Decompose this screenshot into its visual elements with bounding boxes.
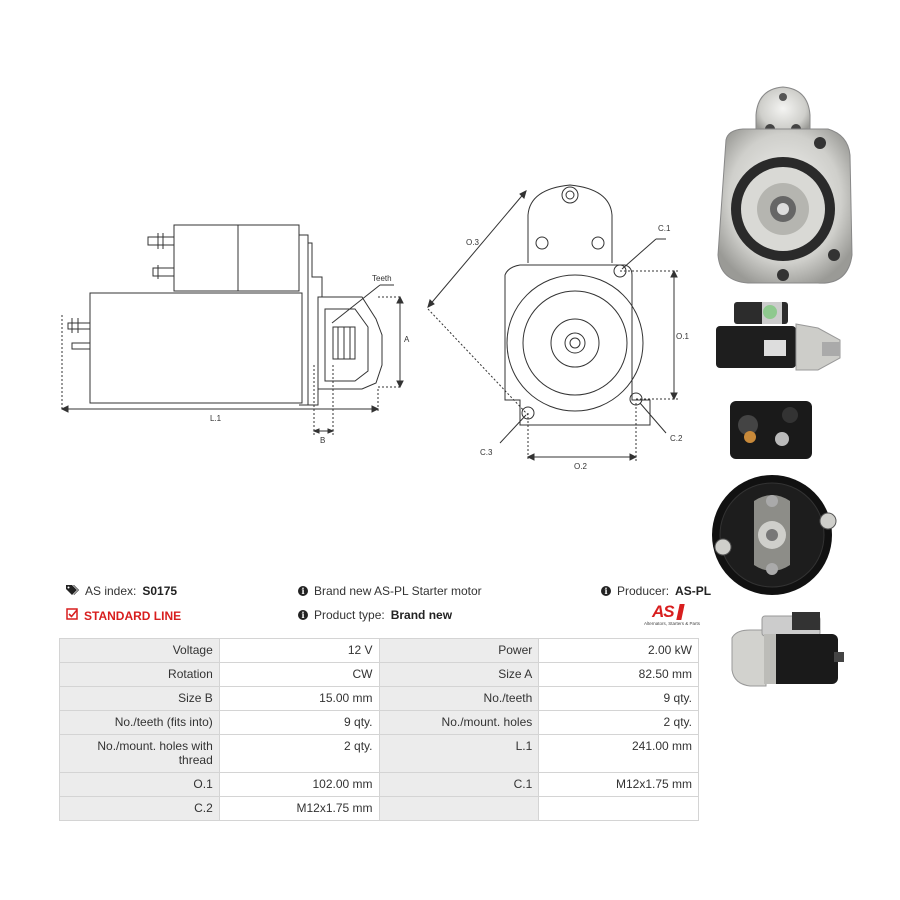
table-row: O.1 102.00 mm C.1 M12x1.75 mm — [59, 772, 699, 797]
producer-value: AS-PL — [675, 584, 712, 598]
spec-value: 2.00 kW — [538, 638, 699, 663]
producer: i Producer: AS-PL — [601, 584, 711, 598]
as-index-label: AS index: — [85, 584, 137, 598]
info-icon: i — [601, 586, 611, 596]
spec-value: 102.00 mm — [218, 772, 380, 797]
table-row: No./teeth (fits into) 9 qty. No./mount. … — [59, 710, 699, 735]
motor-body-outline — [89, 292, 303, 404]
logo-tagline: Alternators, Starters & Parts — [643, 621, 700, 626]
dimension-l1-label: L.1 — [210, 414, 222, 423]
check-square-icon — [66, 608, 78, 623]
dimension-a-label: A — [404, 335, 410, 344]
table-row: Rotation CW Size A 82.50 mm — [59, 662, 699, 687]
info-icon: i — [298, 586, 308, 596]
table-row: Voltage 12 V Power 2.00 kW — [59, 638, 699, 663]
product-photo-angled — [731, 612, 844, 687]
logo-text: AS — [652, 602, 675, 621]
solenoid-outline — [173, 224, 300, 292]
spec-key: Size A — [378, 662, 540, 687]
spec-key: No./mount. holes with thread — [59, 734, 220, 773]
spec-key: L.1 — [378, 734, 540, 773]
spec-value: M12x1.75 mm — [538, 772, 699, 797]
as-index: AS index: S0175 — [66, 584, 177, 598]
spec-value: M12x1.75 mm — [218, 796, 380, 821]
front-view-drawing: O.3 O.1 O.2 C.1 C.2 C.3 — [427, 184, 689, 470]
spec-key — [378, 796, 540, 821]
hole-c1-label: C.1 — [658, 224, 671, 233]
spec-value: 15.00 mm — [218, 686, 380, 711]
spec-key: Power — [378, 638, 540, 663]
standard-line-badge: STANDARD LINE — [66, 608, 181, 623]
flange-outline — [504, 264, 651, 426]
product-photo-rear — [712, 401, 837, 595]
table-row: Size B 15.00 mm No./teeth 9 qty. — [59, 686, 699, 711]
product-description: i Brand new AS-PL Starter motor — [298, 584, 482, 598]
as-pl-logo: AS Alternators, Starters & Parts — [634, 602, 700, 630]
table-row: No./mount. holes with thread 2 qty. L.1 … — [59, 734, 699, 773]
spec-value: 241.00 mm — [538, 734, 699, 773]
spec-key: C.2 — [59, 796, 220, 821]
spec-key: No./mount. holes — [378, 710, 540, 735]
hole-c3-label: C.3 — [480, 448, 493, 457]
dimension-o3-label: O.3 — [466, 238, 479, 247]
product-type-value: Brand new — [390, 608, 453, 622]
spec-value: 82.50 mm — [538, 662, 699, 687]
hole-c2-label: C.2 — [670, 434, 683, 443]
as-index-value: S0175 — [142, 584, 178, 598]
logo-bar — [676, 604, 685, 620]
side-view-drawing: Teeth A L.1 B — [60, 224, 410, 445]
product-type: i Product type: Brand new — [298, 608, 452, 622]
description-text: Brand new AS-PL Starter motor — [314, 584, 482, 598]
spec-table: Voltage 12 V Power 2.00 kW Rotation CW S… — [59, 638, 699, 821]
dimension-b-label: B — [320, 436, 325, 445]
spec-value: 9 qty. — [218, 710, 380, 735]
product-type-label: Product type: — [314, 608, 385, 622]
spec-key: Size B — [59, 686, 220, 711]
dimension-o1-label: O.1 — [676, 332, 689, 341]
teeth-label: Teeth — [372, 274, 392, 283]
spec-value: CW — [218, 662, 380, 687]
producer-label: Producer: — [617, 584, 670, 598]
spec-key: C.1 — [378, 772, 540, 797]
spec-key: No./teeth (fits into) — [59, 710, 220, 735]
dimension-o2-label: O.2 — [574, 462, 587, 470]
spec-value — [538, 796, 699, 821]
table-row: C.2 M12x1.75 mm — [59, 796, 699, 821]
product-photo-front — [717, 86, 853, 284]
product-photo-side — [716, 302, 841, 371]
tags-icon — [66, 584, 79, 598]
spec-value: 2 qty. — [538, 710, 699, 735]
mounting-ear-outline — [527, 184, 613, 263]
spec-key: O.1 — [59, 772, 220, 797]
spec-value: 9 qty. — [538, 686, 699, 711]
spec-value: 12 V — [218, 638, 380, 663]
spec-key: Voltage — [59, 638, 220, 663]
spec-value: 2 qty. — [218, 734, 380, 773]
standard-line-text: STANDARD LINE — [84, 608, 182, 623]
spec-key: No./teeth — [378, 686, 540, 711]
info-icon: i — [298, 610, 308, 620]
spec-key: Rotation — [59, 662, 220, 687]
